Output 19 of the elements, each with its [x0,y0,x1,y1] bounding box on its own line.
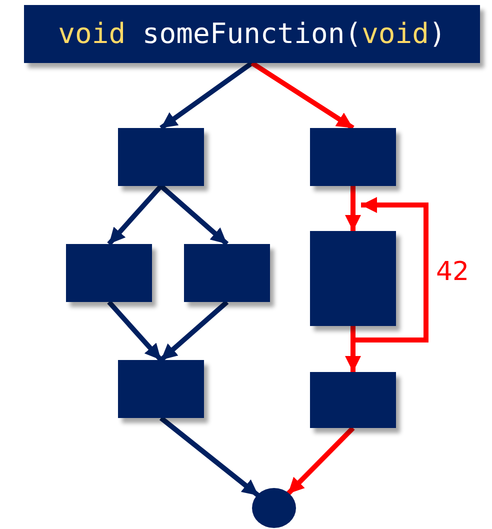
arrow [159,184,229,246]
arrow [159,300,229,362]
end-circle [252,488,296,528]
block-box [184,244,270,302]
function-signature-box [24,5,480,63]
block-box [310,372,396,428]
arrow [107,184,163,246]
arrow [107,300,163,362]
block-box [118,128,204,186]
arrow [250,60,354,130]
block-box [66,244,152,302]
arrow [286,426,355,496]
code-text: void someFunction(void) [58,20,446,48]
block-box [310,231,396,326]
arrow [159,416,260,498]
block-box [118,360,204,418]
block-box [310,128,396,186]
arrow [345,186,361,231]
arrow [160,60,254,130]
